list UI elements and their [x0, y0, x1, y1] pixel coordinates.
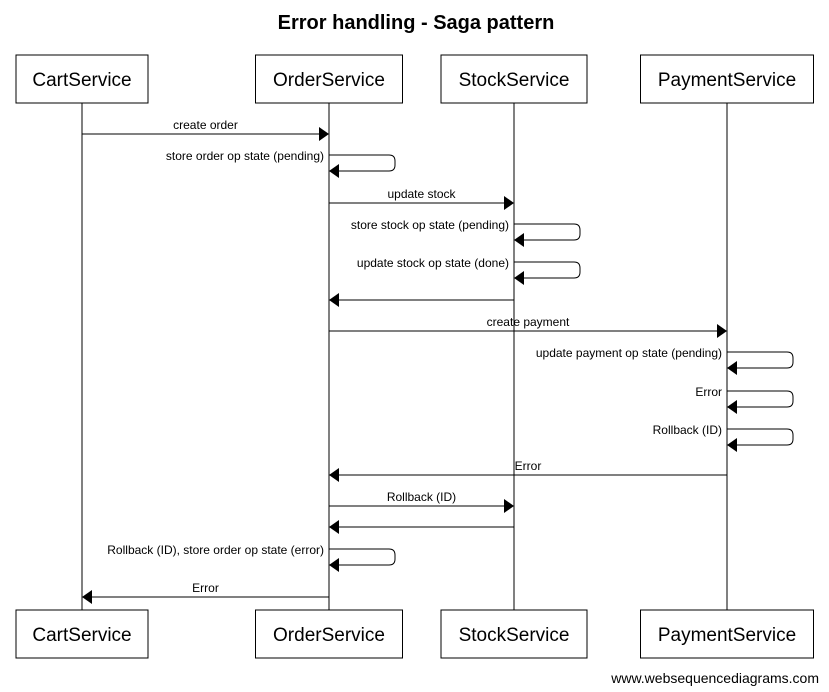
lifelines — [81, 103, 728, 610]
participant-stock-bottom: StockService — [440, 609, 588, 659]
message-label: update payment op state (pending) — [536, 346, 722, 360]
arrowhead — [329, 558, 339, 572]
message-arrow: update stock — [329, 187, 514, 210]
message-arrow: store order op state (pending) — [166, 149, 396, 178]
arrowhead — [329, 293, 339, 307]
message-arrow: Error — [695, 385, 794, 414]
messages: create order store order op state (pendin… — [82, 118, 794, 604]
arrowhead — [82, 590, 92, 604]
participant-cart-top: CartService — [15, 54, 149, 104]
participant-stock-top: StockService — [440, 54, 588, 104]
message-line — [727, 351, 794, 369]
arrowhead — [727, 400, 737, 414]
participant-box — [15, 609, 149, 659]
message-arrow: Error — [82, 581, 329, 604]
arrowhead — [717, 324, 727, 338]
message-label: create payment — [487, 315, 570, 329]
participant-box — [255, 54, 403, 104]
message-label: update stock — [387, 187, 456, 201]
arrowhead — [504, 196, 514, 210]
message-line — [329, 154, 396, 172]
message-label: Rollback (ID), store order op state (err… — [107, 543, 324, 557]
message-label: store stock op state (pending) — [351, 218, 509, 232]
message-arrow: update stock op state (done) — [357, 256, 581, 285]
message-arrow: update payment op state (pending) — [536, 346, 794, 375]
message-label: Rollback (ID) — [387, 490, 456, 504]
message-arrow: Error — [329, 459, 727, 482]
participant-box — [15, 54, 149, 104]
message-label: Error — [695, 385, 722, 399]
message-label: create order — [173, 118, 238, 132]
participant-box — [640, 609, 814, 659]
message-arrow: Rollback (ID) — [653, 423, 794, 452]
message-line — [727, 390, 794, 408]
participant-box — [640, 54, 814, 104]
footer-credit: www.websequencediagrams.com — [610, 670, 819, 686]
message-label: store order op state (pending) — [166, 149, 324, 163]
participant-box — [255, 609, 403, 659]
participants-bottom: CartService OrderService StockService Payme… — [15, 609, 814, 659]
message-label: Error — [192, 581, 219, 595]
participant-cart-bottom: CartService — [15, 609, 149, 659]
message-line — [329, 548, 396, 566]
message-label: Rollback (ID) — [653, 423, 722, 437]
participant-label: CartService — [32, 70, 131, 91]
message-arrow: create order — [82, 118, 329, 141]
participant-label: PaymentService — [658, 625, 796, 646]
participant-order-top: OrderService — [255, 54, 403, 104]
arrowhead — [727, 438, 737, 452]
participant-label: OrderService — [273, 70, 385, 91]
participant-label: CartService — [32, 625, 131, 646]
arrowhead — [514, 233, 524, 247]
arrowhead — [514, 271, 524, 285]
arrowhead — [504, 499, 514, 513]
message-line — [514, 261, 581, 279]
participant-label: PaymentService — [658, 70, 796, 91]
message-line — [514, 223, 581, 241]
message-line — [727, 428, 794, 446]
diagram-title: Error handling - Saga pattern — [278, 12, 555, 34]
participant-label: StockService — [459, 625, 570, 646]
message-arrow: store stock op state (pending) — [351, 218, 581, 247]
arrowhead — [329, 164, 339, 178]
message-arrow: Rollback (ID) — [329, 490, 514, 513]
participant-box — [440, 54, 588, 104]
arrowhead — [727, 361, 737, 375]
participants-top: CartService OrderService StockService Payme… — [15, 54, 814, 104]
participant-box — [440, 609, 588, 659]
participant-order-bottom: OrderService — [255, 609, 403, 659]
arrowhead — [329, 468, 339, 482]
participant-payment-bottom: PaymentService — [640, 609, 814, 659]
message-arrow: Rollback (ID), store order op state (err… — [107, 543, 396, 572]
participant-label: OrderService — [273, 625, 385, 646]
arrowhead — [329, 520, 339, 534]
participant-payment-top: PaymentService — [640, 54, 814, 104]
arrowhead — [319, 127, 329, 141]
participant-label: StockService — [459, 70, 570, 91]
message-arrow — [329, 520, 514, 534]
message-arrow: create payment — [329, 315, 727, 338]
message-label: Error — [515, 459, 542, 473]
message-label: update stock op state (done) — [357, 256, 509, 270]
message-arrow — [329, 293, 514, 307]
